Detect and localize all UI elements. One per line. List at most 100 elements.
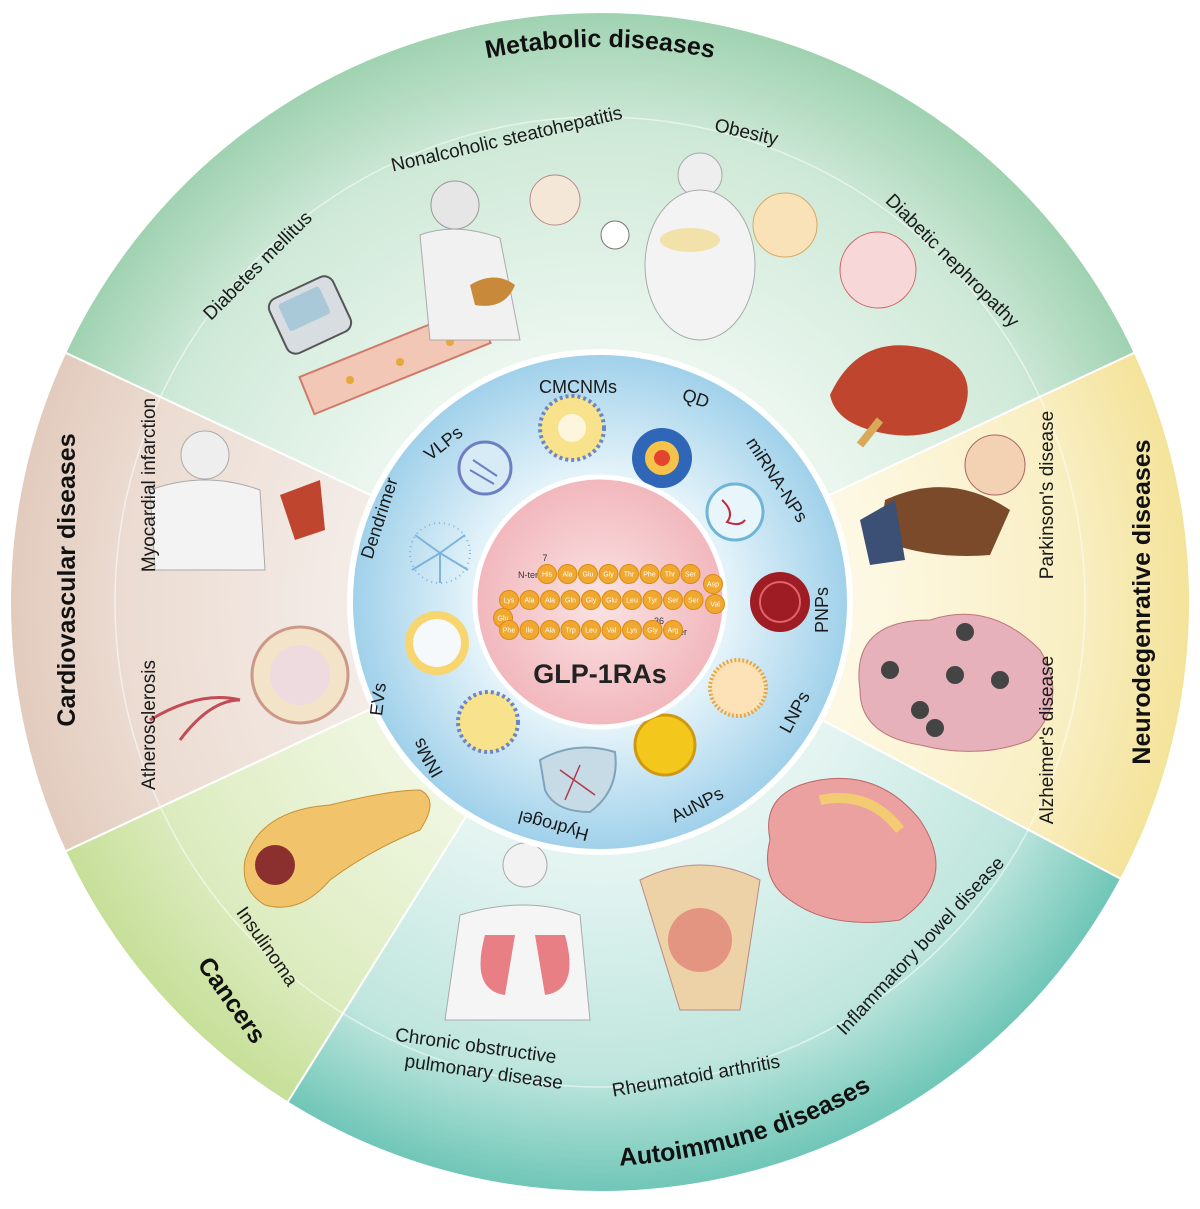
amino-acid-label: Asp bbox=[707, 582, 719, 589]
amino-acid-bead bbox=[560, 590, 581, 610]
mirna-np-icon bbox=[705, 482, 765, 542]
amino-acid-label: Arg bbox=[668, 628, 679, 635]
amino-acid-bead bbox=[639, 564, 660, 584]
amino-acid-bead bbox=[578, 564, 598, 584]
amino-acid-bead bbox=[663, 590, 683, 610]
amino-acid-label: Ser bbox=[688, 598, 700, 605]
amino-acid-bead bbox=[519, 620, 540, 640]
amino-acid-label: Lys bbox=[504, 598, 515, 605]
vlp-icon bbox=[457, 440, 513, 496]
liver-body-icon bbox=[419, 174, 630, 341]
amino-acid-bead bbox=[622, 590, 642, 610]
peptide-chain: N-ter 7 36 C-ter HisAlaGluGlyThrPheThrSe… bbox=[493, 553, 725, 640]
center-title: GLP-1RAs bbox=[533, 659, 667, 689]
amino-acid-label: Ala bbox=[545, 598, 555, 605]
disease-alzheimers-label: Alzheimer's disease bbox=[1037, 656, 1058, 824]
amino-acid-label: Lys bbox=[627, 628, 638, 635]
amino-acid-label: Gly bbox=[647, 628, 658, 635]
amino-acid-bead bbox=[557, 564, 578, 584]
amino-acid-label: Thr bbox=[624, 572, 635, 579]
amino-acid-label: Ala bbox=[545, 628, 555, 635]
amino-acid-bead bbox=[705, 594, 725, 614]
amino-acid-bead bbox=[581, 590, 601, 610]
amino-acid-label: His bbox=[542, 572, 553, 579]
amino-acid-label: Ile bbox=[526, 628, 534, 635]
amino-acid-label: Ala bbox=[524, 598, 534, 605]
amino-acid-bead bbox=[499, 620, 519, 640]
amino-acid-bead bbox=[642, 590, 663, 610]
amino-acid-label: Ser bbox=[685, 572, 697, 579]
hydrogel-icon bbox=[538, 746, 617, 814]
amino-acid-label: Glu bbox=[583, 572, 594, 579]
amino-acid-label: Gly bbox=[586, 598, 597, 605]
amino-acid-label: Val bbox=[607, 628, 617, 635]
carrier-evs-label: EVs bbox=[366, 682, 390, 717]
amino-acid-bead bbox=[598, 564, 619, 584]
amino-acid-bead bbox=[499, 590, 519, 610]
amino-acid-bead bbox=[560, 620, 581, 640]
peptide-end-number: 36 bbox=[654, 616, 664, 626]
amino-acid-bead bbox=[642, 620, 663, 640]
amino-acid-label: Phe bbox=[643, 572, 656, 579]
aunp-icon bbox=[633, 713, 697, 777]
category-neurodegenerative-label: Neurodegenrative diseases bbox=[1128, 439, 1156, 764]
amino-acid-bead bbox=[680, 564, 701, 584]
ev-icon bbox=[405, 611, 469, 675]
peptide-n-terminus: N-ter bbox=[518, 570, 538, 580]
inm-icon bbox=[456, 690, 520, 754]
nanocarrier-icons bbox=[405, 394, 810, 814]
amino-acid-bead bbox=[660, 564, 680, 584]
amino-acid-bead bbox=[703, 574, 723, 594]
pancreas-icon bbox=[243, 789, 431, 908]
dendrimer-icon bbox=[409, 522, 471, 584]
disease-parkinsons-label: Parkinson's disease bbox=[1037, 411, 1058, 579]
amino-acid-label: Val bbox=[710, 602, 720, 609]
intestine-icon bbox=[767, 777, 937, 923]
category-cardiovascular-label: Cardiovascular diseases bbox=[53, 433, 81, 726]
cmcnms-icon bbox=[538, 394, 606, 462]
disease-mi-label: Myocardial infarction bbox=[139, 398, 160, 572]
disease-atherosclerosis-label: Atherosclerosis bbox=[139, 660, 160, 790]
amino-acid-label: Glu bbox=[498, 616, 509, 623]
amino-acid-label: Gln bbox=[565, 598, 576, 605]
peptide-start-number: 7 bbox=[542, 553, 547, 563]
amino-acid-label: Tyr bbox=[648, 598, 658, 605]
carrier-cmcnms-label: CMCNMs bbox=[539, 377, 617, 397]
amino-acid-label: Ala bbox=[562, 572, 572, 579]
pnp-icon bbox=[750, 572, 810, 632]
amino-acid-bead bbox=[540, 620, 560, 640]
obese-body-icon bbox=[644, 152, 818, 341]
amino-acid-label: Thr bbox=[665, 572, 676, 579]
amino-acid-bead bbox=[683, 590, 704, 610]
carrier-pnps-label: PNPs bbox=[812, 587, 832, 633]
disease-illustrations bbox=[149, 152, 1054, 1021]
amino-acid-bead bbox=[663, 620, 683, 640]
category-band-boundary bbox=[114, 116, 1086, 1088]
kidney-icon bbox=[830, 231, 968, 448]
qd-icon bbox=[632, 428, 692, 488]
amino-acid-label: Gly bbox=[603, 572, 614, 579]
amino-acid-bead bbox=[519, 590, 540, 610]
amino-acid-bead bbox=[601, 620, 622, 640]
amino-acid-label: Trp bbox=[565, 628, 575, 635]
amino-acid-bead bbox=[622, 620, 642, 640]
amino-acid-label: Leu bbox=[626, 598, 638, 605]
amino-acid-bead bbox=[537, 564, 557, 584]
amino-acid-bead bbox=[601, 590, 622, 610]
amino-acid-label: Glu bbox=[606, 598, 617, 605]
amino-acid-label: Ser bbox=[668, 598, 680, 605]
lungs-icon bbox=[444, 842, 591, 1021]
amino-acid-bead bbox=[581, 620, 601, 640]
brain-icon bbox=[858, 613, 1054, 752]
artery-icon bbox=[149, 625, 350, 741]
lnp-icon bbox=[708, 658, 768, 718]
amino-acid-bead bbox=[619, 564, 639, 584]
knee-icon bbox=[639, 864, 761, 1011]
amino-acid-bead bbox=[540, 590, 560, 610]
amino-acid-label: Leu bbox=[585, 628, 597, 635]
amino-acid-label: Phe bbox=[503, 628, 516, 635]
parkinsons-person-icon bbox=[860, 434, 1026, 565]
chest-pain-person-icon bbox=[149, 430, 325, 571]
